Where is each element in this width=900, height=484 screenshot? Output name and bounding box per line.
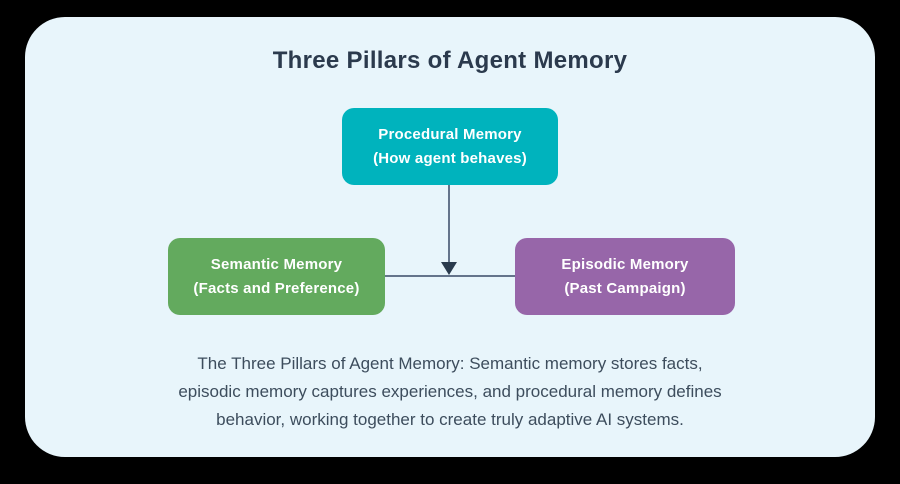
diagram-card: Three Pillars of Agent Memory Procedural… [25, 17, 875, 457]
caption-line: The Three Pillars of Agent Memory: Seman… [197, 354, 703, 373]
arrow-down-icon [441, 262, 457, 275]
node-semantic-title: Semantic Memory [210, 255, 343, 273]
diagram-caption: The Three Pillars of Agent Memory: Seman… [25, 350, 875, 434]
caption-line: behavior, working together to create tru… [216, 410, 684, 429]
node-semantic-subtitle: (Facts and Preference) [193, 279, 360, 297]
node-semantic-memory: Semantic Memory (Facts and Preference) [168, 238, 385, 315]
node-episodic-subtitle: (Past Campaign) [564, 279, 686, 297]
node-procedural-memory: Procedural Memory (How agent behaves) [342, 108, 558, 185]
node-episodic-title: Episodic Memory [561, 255, 689, 273]
connector-vertical-line [448, 185, 450, 264]
caption-line: episodic memory captures experiences, an… [178, 382, 722, 401]
node-episodic-memory: Episodic Memory (Past Campaign) [515, 238, 735, 315]
diagram-title: Three Pillars of Agent Memory [272, 47, 628, 74]
node-procedural-title: Procedural Memory [378, 125, 522, 143]
node-procedural-subtitle: (How agent behaves) [373, 149, 527, 167]
connector-horizontal-line [385, 275, 515, 277]
